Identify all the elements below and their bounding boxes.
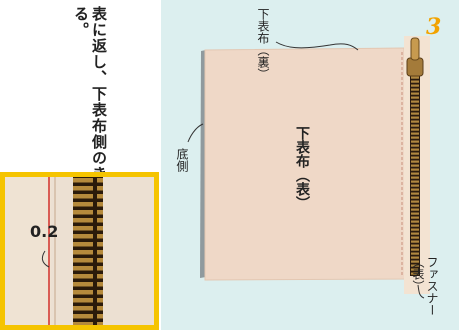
label-outer-fabric: 下表布（表）: [294, 126, 310, 210]
zipper-teeth: [410, 64, 420, 276]
inset-fabric: [5, 177, 51, 325]
inset-zipper-teeth: [73, 177, 103, 325]
seam-allowance-label: 0.2: [30, 222, 59, 241]
zipper-pull: [410, 37, 420, 61]
inset-illustration: [5, 177, 154, 325]
label-bottom-side: 底側: [175, 148, 189, 172]
leader-zipper: [417, 284, 425, 299]
label-lining: 下表布（裏）: [256, 8, 270, 80]
inset-leader: [41, 250, 50, 268]
label-zipper: ファスナー（表）: [411, 256, 439, 316]
detail-inset: [0, 172, 159, 330]
step-number: 3: [426, 14, 442, 40]
leader-bottom: [187, 123, 204, 143]
leader-lining: [275, 41, 359, 51]
zipper-slider: [406, 57, 424, 77]
